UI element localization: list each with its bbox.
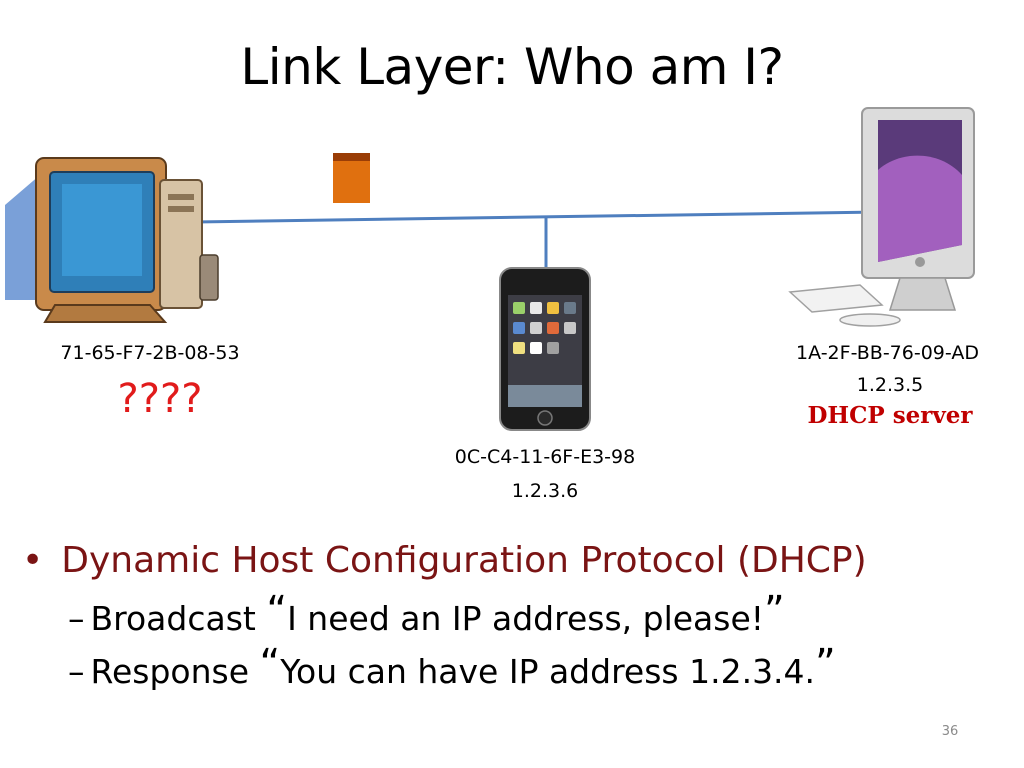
server-mac-label: 1A-2F-BB-76-09-AD (796, 342, 979, 364)
slide-title: Link Layer: Who am I? (240, 38, 784, 96)
close-quote: ” (764, 588, 785, 634)
open-quote: “ (266, 588, 288, 634)
phone-ip-label: 1.2.3.6 (511, 480, 579, 502)
smartphone-icon (499, 267, 591, 431)
page-number: 36 (941, 724, 959, 739)
broadcast-verb: Broadcast (90, 599, 256, 638)
bullet-main-text: Dynamic Host Configuration Protocol (DHC… (61, 540, 867, 581)
client-mac-label: 71-65-F7-2B-08-53 (60, 342, 240, 364)
sub-bullet-response: –Response “You can have IP address 1.2.3… (68, 644, 1012, 691)
response-verb: Response (90, 652, 250, 691)
desktop-pc-icon (5, 157, 219, 323)
bullet-list: • Dynamic Host Configuration Protocol (DH… (22, 540, 1012, 691)
link-bus (194, 210, 881, 224)
client-ip-unknown: ???? (117, 376, 203, 422)
bullet-main: • Dynamic Host Configuration Protocol (DH… (22, 540, 1012, 581)
imac-icon (788, 107, 975, 327)
network-diagram (5, 107, 975, 431)
open-quote: “ (259, 641, 281, 687)
frame-packet-icon (333, 153, 370, 203)
server-ip-label: 1.2.3.5 (856, 374, 924, 396)
sub-bullet-dash: – (68, 652, 85, 691)
server-role-label: DHCP server (807, 402, 973, 429)
phone-mac-label: 0C-C4-11-6F-E3-98 (454, 446, 636, 468)
sub-bullet-broadcast: –Broadcast “I need an IP address, please… (68, 591, 1012, 638)
response-quote: You can have IP address 1.2.3.4. (280, 652, 816, 691)
bullet-dot: • (22, 540, 44, 581)
sub-bullet-dash: – (68, 599, 85, 638)
broadcast-quote: I need an IP address, please! (287, 599, 764, 638)
close-quote: ” (815, 641, 836, 687)
